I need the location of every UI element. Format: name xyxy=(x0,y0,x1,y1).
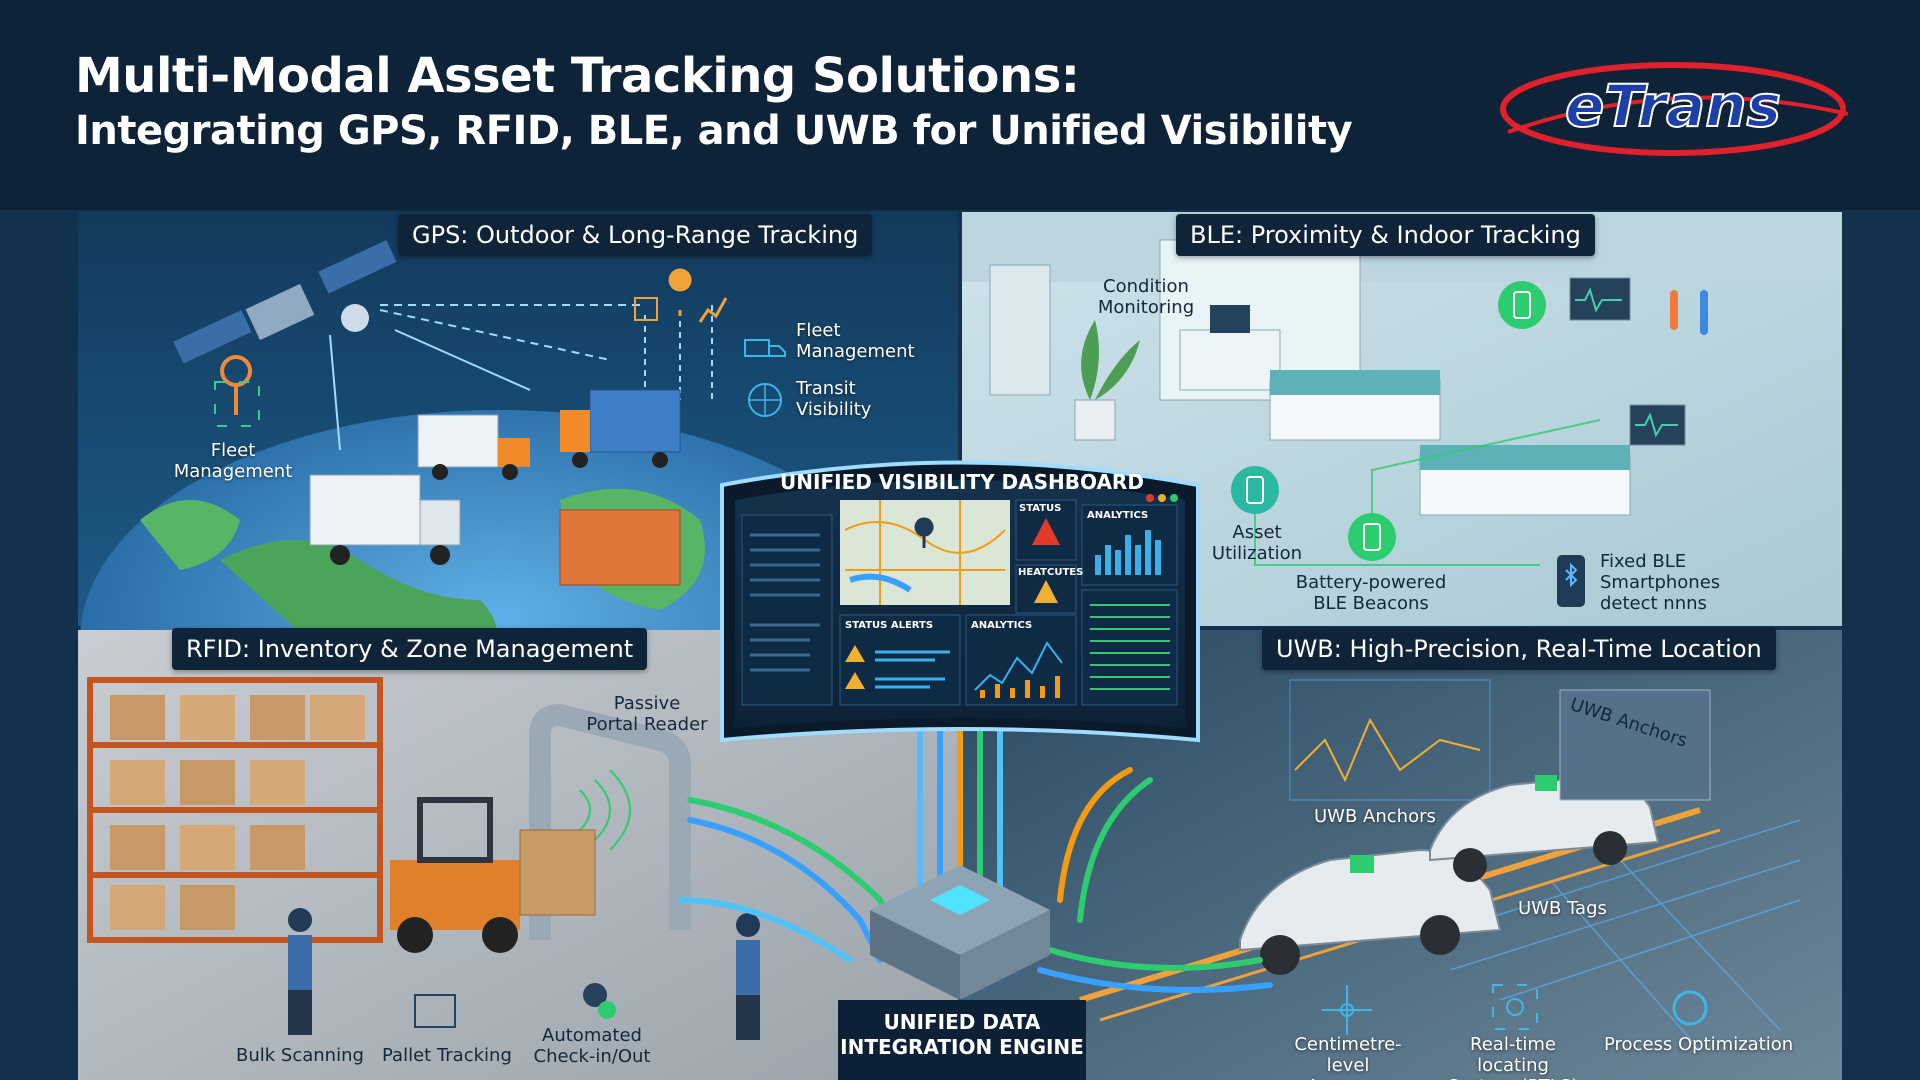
beacon-icon-top xyxy=(1498,281,1546,329)
ble-condition-label: Condition Monitoring xyxy=(1097,276,1195,318)
hospital-bed-2 xyxy=(1419,445,1631,516)
warehouse-shelves xyxy=(87,677,383,943)
ble-quadrant xyxy=(962,212,1842,626)
dashboard-panel xyxy=(720,460,1200,743)
rtls-icon xyxy=(1492,984,1538,1030)
uwb-accuracy-label: Centimetre-level Accuracy xyxy=(1294,1034,1402,1080)
crosshair-icon xyxy=(1322,985,1372,1035)
garage-door xyxy=(1559,689,1711,801)
worker-right xyxy=(736,913,760,1040)
truck-orange xyxy=(417,414,530,480)
gear-icon xyxy=(1672,990,1708,1026)
ble-asset-label: Asset Utilization xyxy=(1211,522,1303,564)
truck-white-big xyxy=(309,474,461,565)
door xyxy=(989,264,1051,396)
uwb-tags-label: UWB Tags xyxy=(1518,898,1607,919)
uwb-anchors-label: UWB Anchors xyxy=(1314,806,1436,827)
rfid-title: RFID: Inventory & Zone Management xyxy=(172,628,648,670)
worker-left xyxy=(288,908,312,1035)
satellite-icon xyxy=(173,240,397,364)
beacon-icon-asset xyxy=(1231,466,1279,514)
rfid-bulk-label: Bulk Scanning xyxy=(236,1045,364,1066)
gps-fleet-label-right: Fleet Management xyxy=(796,320,915,362)
shipping-container xyxy=(559,509,681,586)
dashboard-title: UNIFIED VISIBILITY DASHBOARD xyxy=(780,470,1144,494)
dashboard-analytics-label: ANALYTICS xyxy=(1087,510,1149,521)
dashboard-heat-label: HEATCUTES xyxy=(1018,567,1084,578)
ble-fixed-label: Fixed BLE Smartphones detect nnns xyxy=(1600,551,1721,614)
forklift xyxy=(390,797,596,953)
dashboard-status-alerts-label: STATUS ALERTS xyxy=(845,620,934,631)
header-band xyxy=(0,0,1920,210)
logo-text: eTrans xyxy=(1565,72,1781,140)
uwb-process-label: Process Optimization xyxy=(1604,1034,1794,1055)
pallet-icon xyxy=(414,994,456,1028)
page-title: Multi-Modal Asset Tracking Solutions: xyxy=(75,48,1080,104)
logo-swoosh-icon: eTrans xyxy=(1500,62,1849,156)
page-subtitle: Integrating GPS, RFID, BLE, and UWB for … xyxy=(75,108,1353,154)
smartphone-bluetooth-icon xyxy=(1557,555,1585,607)
engine-label-bg xyxy=(838,1000,1086,1080)
rfid-portal-label: Passive Portal Reader xyxy=(586,693,708,735)
uwb-title: UWB: High-Precision, Real-Time Location xyxy=(1262,628,1776,670)
truck-icon xyxy=(744,339,786,357)
gps-fleet-label-left: Fleet Management xyxy=(173,440,293,482)
dashboard-status-label: STATUS xyxy=(1019,503,1062,514)
integration-engine-box xyxy=(870,865,1050,1000)
truck-blue-container xyxy=(560,389,681,468)
gps-title: GPS: Outdoor & Long-Range Tracking xyxy=(398,214,873,256)
etrans-logo: eTrans xyxy=(1488,54,1858,168)
beacon-icon-battery xyxy=(1348,513,1396,561)
integration-engine-label: UNIFIED DATA INTEGRATION ENGINE xyxy=(840,1010,1084,1059)
gps-transit-label: Transit Visibility xyxy=(796,378,872,420)
dashboard-analytics2-label: ANALYTICS xyxy=(971,620,1033,631)
checkin-icon xyxy=(583,983,607,1007)
uwb-rtls-label: Real-time locating System (RTLS) xyxy=(1448,1034,1579,1080)
ble-beacons-label: Battery-powered BLE Beacons xyxy=(1295,572,1447,614)
rfid-portal xyxy=(529,703,691,940)
car-front xyxy=(1239,848,1502,975)
rfid-pallet-label: Pallet Tracking xyxy=(382,1045,512,1066)
hospital-bed-1 xyxy=(1269,370,1441,441)
ble-title: BLE: Proximity & Indoor Tracking xyxy=(1176,214,1595,256)
rfid-checkin-label: Automated Check-in/Out xyxy=(533,1025,651,1067)
